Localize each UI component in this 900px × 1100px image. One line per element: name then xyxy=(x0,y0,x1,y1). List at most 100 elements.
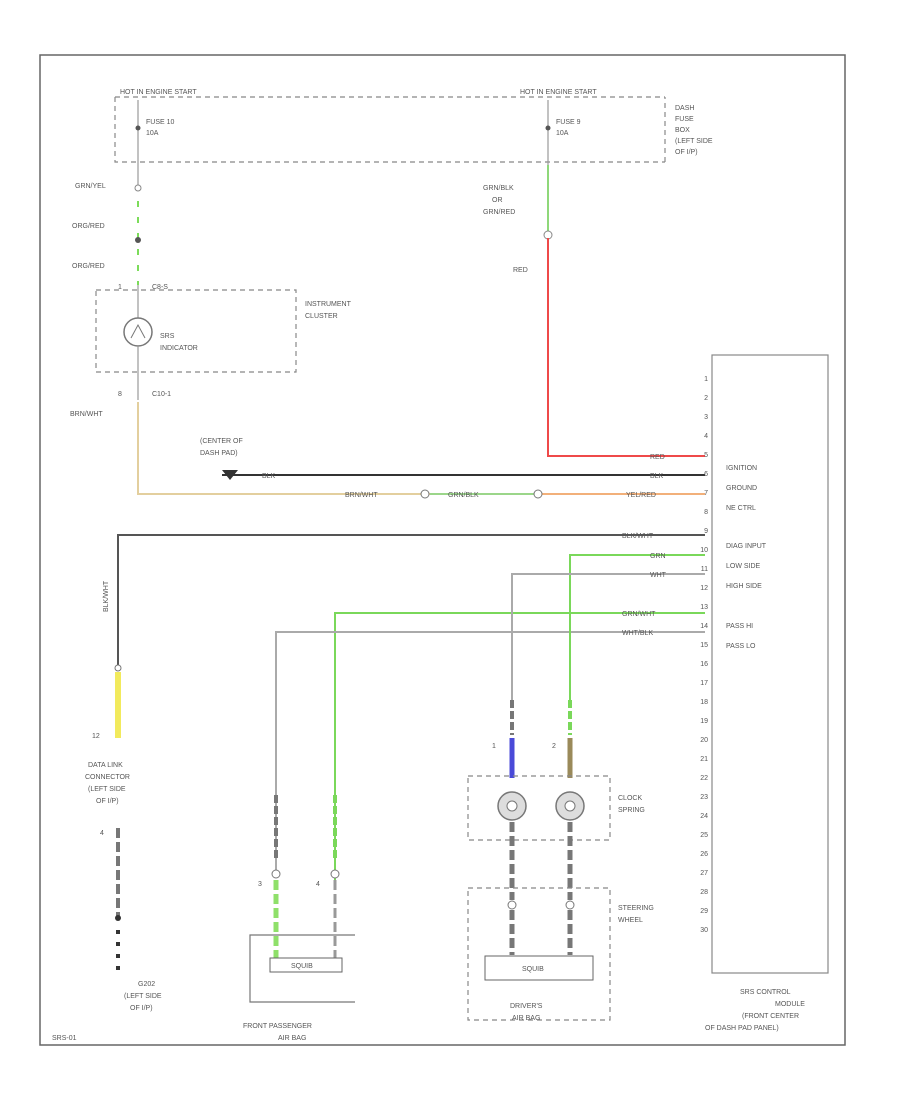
srs-control-module-box xyxy=(711,354,829,974)
module-pin-12: 12 xyxy=(700,585,708,592)
clock-spring-coil-b-hub xyxy=(564,800,576,812)
pin-label-ne-ctrl: NE CTRL xyxy=(726,505,756,512)
module-pin-25: 25 xyxy=(700,832,708,839)
row-blk-wht-label: BLK/WHT xyxy=(622,533,654,540)
module-pin-3: 3 xyxy=(704,414,708,421)
fuse9-label: FUSE 9 xyxy=(556,119,581,126)
module-pin-18: 18 xyxy=(700,699,708,706)
module-pin-7: 7 xyxy=(704,490,708,497)
module-pin-6: 6 xyxy=(704,471,708,478)
svg-text:SRS CONTROL: SRS CONTROL xyxy=(740,989,791,996)
srs-indicator-label-2: INDICATOR xyxy=(160,345,198,352)
passenger-pin-3-label: 3 xyxy=(258,881,262,888)
fuse10-symbol xyxy=(135,125,141,131)
module-pin-numbers: 1234567891011121314151617181920212223242… xyxy=(700,376,708,934)
drivers-airbag-label-2: AIR BAG xyxy=(512,1015,540,1022)
clock-spring-label: CLOCK xyxy=(618,795,642,802)
row-yel-red-label: YEL/RED xyxy=(626,492,656,499)
instrument-cluster-outline xyxy=(95,289,297,373)
svg-text:(FRONT CENTER: (FRONT CENTER xyxy=(742,1013,799,1020)
pin-label-high-side: HIGH SIDE xyxy=(726,583,762,590)
cluster-pin-bottom: 8 xyxy=(118,391,122,398)
pin-label-pass-lo: PASS LO xyxy=(726,643,756,650)
srs-indicator-label: SRS xyxy=(160,333,175,340)
instrument-cluster-label-2: CLUSTER xyxy=(305,313,338,320)
steering-wheel-outline xyxy=(467,887,611,1021)
row-wht-label: WHT xyxy=(650,572,667,579)
grn-wht-passenger-wire xyxy=(334,612,705,880)
module-pin-24: 24 xyxy=(700,813,708,820)
fuse-box-outline xyxy=(114,96,666,163)
module-pin-19: 19 xyxy=(700,718,708,725)
svg-text:G202: G202 xyxy=(138,981,155,988)
module-pin-10: 10 xyxy=(700,547,708,554)
grn-driver-wire xyxy=(569,554,705,700)
module-pin-23: 23 xyxy=(700,794,708,801)
blk-ground-label-left: BLK xyxy=(262,473,276,480)
pin-label-diag-input: DIAG INPUT xyxy=(726,543,767,550)
red-wire-connector xyxy=(543,230,553,240)
svg-text:OF I/P): OF I/P) xyxy=(130,1005,153,1012)
module-pin-4: 4 xyxy=(704,433,708,440)
red-wire xyxy=(547,238,705,457)
hot-label-left: HOT IN ENGINE START xyxy=(120,89,197,96)
row-wht-blk-label: WHT/BLK xyxy=(622,630,653,637)
diagram-frame xyxy=(39,54,846,1046)
module-pin-17: 17 xyxy=(700,680,708,687)
dlc-pin-label: 12 xyxy=(92,733,100,740)
org-red-label-2: ORG/RED xyxy=(72,263,105,270)
dlc-connector-top xyxy=(114,664,122,672)
lamp-filament xyxy=(130,323,146,339)
g202-ground-label: G202 (LEFT SIDE OF I/P) xyxy=(124,981,162,1012)
clock-spring-label-2: SPRING xyxy=(618,807,645,814)
pin-label-ground: GROUND xyxy=(726,485,757,492)
data-link-connector-label: DATA LINK CONNECTOR (LEFT SIDE OF I/P) xyxy=(85,762,130,805)
cluster-pin-top: 1 xyxy=(118,284,122,291)
passenger-airbag-box xyxy=(249,934,355,1003)
module-pin-1: 1 xyxy=(704,376,708,383)
center-of-dash-label: (CENTER OF xyxy=(200,438,243,445)
row-grn-wht-label: GRN/WHT xyxy=(622,611,656,618)
connector-1 xyxy=(135,237,141,243)
pin-label-ignition: IGNITION xyxy=(726,465,757,472)
svg-text:DATA LINK: DATA LINK xyxy=(88,762,123,769)
module-pin-27: 27 xyxy=(700,870,708,877)
module-pin-5: 5 xyxy=(704,452,708,459)
dash-fuse-box-label: DASH FUSE BOX (LEFT SIDE OF I/P) xyxy=(675,105,713,156)
srs-indicator-lamp-icon xyxy=(123,317,153,347)
fuse9-symbol xyxy=(545,125,551,131)
passenger-pin-4 xyxy=(330,869,340,879)
row-blk-label: BLK xyxy=(650,473,664,480)
row-red-label: RED xyxy=(650,454,665,461)
driver-pin-1-label: 1 xyxy=(492,743,496,750)
module-pin-15: 15 xyxy=(700,642,708,649)
wht-driver-wire xyxy=(511,573,705,700)
grn-red-label: GRN/RED xyxy=(483,209,515,216)
module-pin-14: 14 xyxy=(700,623,708,630)
cluster-connector-top: C8-S xyxy=(152,284,168,291)
row-brn-wht-label: BRN/WHT xyxy=(345,492,378,499)
steering-connector-a xyxy=(507,900,517,910)
pin-label-pass-hi: PASS HI xyxy=(726,623,753,630)
blk-wht-vertical-label: BLK/WHT xyxy=(103,580,110,612)
grn-yel-label: GRN/YEL xyxy=(75,183,106,190)
inline-connector-1 xyxy=(420,489,430,499)
svg-text:OF I/P): OF I/P) xyxy=(675,149,698,156)
passenger-squib-label: SQUIB xyxy=(291,963,313,970)
svg-text:(LEFT SIDE: (LEFT SIDE xyxy=(124,993,162,1000)
ground-dot-1 xyxy=(115,915,121,921)
ground-pin-label: 4 xyxy=(100,830,104,837)
svg-text:(LEFT SIDE: (LEFT SIDE xyxy=(88,786,126,793)
passenger-pin-3 xyxy=(271,869,281,879)
splice-1 xyxy=(134,184,142,192)
svg-text:OF I/P): OF I/P) xyxy=(96,798,119,805)
module-pin-26: 26 xyxy=(700,851,708,858)
center-of-dash-label-2: DASH PAD) xyxy=(200,450,238,457)
front-passenger-airbag-label: FRONT PASSENGER xyxy=(243,1023,312,1030)
module-pin-21: 21 xyxy=(700,756,708,763)
cluster-connector-bottom: C10-1 xyxy=(152,391,171,398)
wht-blk-passenger-wire xyxy=(275,631,705,878)
module-pin-8: 8 xyxy=(704,509,708,516)
steering-connector-b xyxy=(565,900,575,910)
ground-symbol-icon xyxy=(222,470,238,480)
